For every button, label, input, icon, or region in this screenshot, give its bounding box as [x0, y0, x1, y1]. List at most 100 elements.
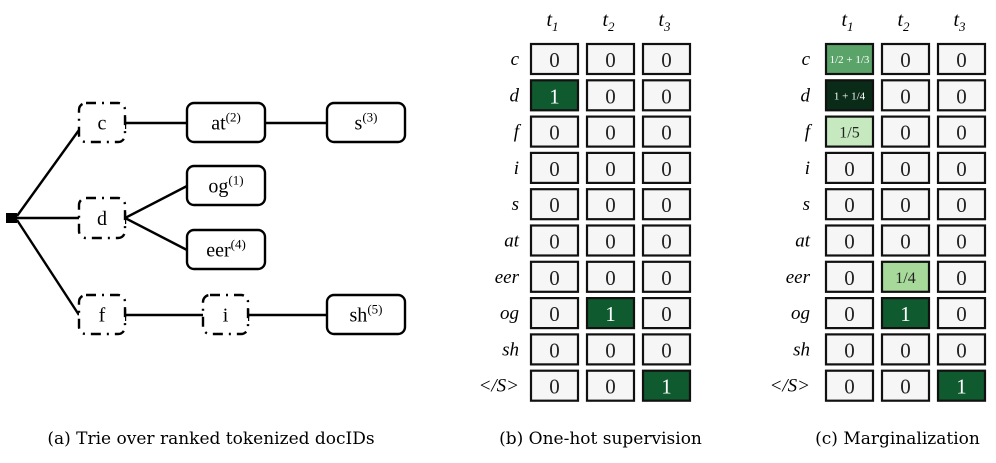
trie-node-box [77, 293, 127, 336]
column-header-t1: t1 [546, 9, 558, 34]
cell-box [641, 224, 692, 257]
trie-node-rank: (3) [362, 110, 377, 125]
cell-box [936, 151, 987, 184]
cell-c-t3: 0 [936, 42, 987, 76]
cell-box [936, 79, 987, 112]
cell-d-t2: 0 [585, 79, 636, 112]
cell-value: 0 [956, 193, 967, 217]
cell-value: 1 [900, 302, 911, 326]
cell-value: 0 [661, 266, 672, 290]
trie-node-text: eer [206, 240, 231, 262]
column-header-t2: t2 [602, 9, 615, 34]
cell-value: 0 [661, 48, 672, 72]
cell-og-t1: 0 [529, 297, 580, 330]
cell-value: 0 [900, 157, 911, 181]
trie-node-text: f [99, 305, 106, 327]
trie-node-text: sh [350, 305, 368, 327]
row-label: i [805, 158, 810, 179]
cell-at-t2: 0 [880, 224, 931, 257]
cell-box [824, 79, 875, 112]
cell-box [824, 224, 875, 257]
cell-value: 1 [661, 375, 672, 399]
cell-value: 0 [844, 193, 855, 217]
cell-c-t1: 1/2 + 1/3 [824, 42, 875, 76]
trie-node-label: c [98, 113, 107, 135]
cell-value: 1/2 + 1/3 [830, 54, 870, 66]
cell-sh-t2: 0 [880, 333, 931, 366]
trie-node-text: at [211, 113, 226, 135]
trie-node-eer: eer(4) [185, 228, 267, 271]
trie-node-box [77, 196, 127, 240]
trie-edge [124, 184, 188, 220]
row-label: at [795, 231, 811, 252]
cell-box [936, 333, 987, 366]
cell-value: 0 [844, 375, 855, 399]
trie-node-box [201, 293, 250, 336]
cell-box [529, 115, 580, 148]
cell-s-t1: 0 [529, 188, 580, 221]
caption-marginal: (c) Marginalization [815, 429, 980, 449]
trie-node-label: sh(5) [350, 302, 383, 327]
cell-box [529, 79, 580, 112]
cell-box [529, 369, 580, 402]
cell-i-t1: 0 [824, 151, 875, 184]
caption-trie: (a) Trie over ranked tokenized docIDs [47, 429, 374, 449]
cell-s-t2: 0 [880, 188, 931, 221]
cell-value: 0 [605, 193, 616, 217]
row-label: </S> [479, 376, 519, 397]
cell-s-t2: 0 [585, 188, 636, 221]
cell-value: 0 [844, 302, 855, 326]
trie-node-label: f [99, 305, 106, 327]
cell-value: 0 [956, 157, 967, 181]
column-header-index: 3 [663, 19, 671, 34]
cell-box [824, 115, 875, 148]
cell-value: 0 [549, 157, 560, 181]
row-label: d [801, 85, 811, 106]
cell-value: 0 [549, 266, 560, 290]
cell-i-t3: 0 [936, 151, 987, 184]
cell-d-t3: 0 [936, 79, 987, 112]
row-label: og [791, 303, 810, 324]
cell-value: 0 [661, 193, 672, 217]
cell-box [641, 188, 692, 221]
cell-box [529, 188, 580, 221]
trie-node-text: c [98, 113, 107, 135]
cell-value: 0 [900, 84, 911, 108]
trie-node-label: s(3) [355, 110, 378, 135]
cell-s-t3: 0 [641, 188, 692, 221]
row-label: </S> [770, 376, 810, 397]
cell-value: 0 [549, 375, 560, 399]
cell-value: 0 [844, 157, 855, 181]
cell-box [585, 42, 636, 76]
caption-onehot: (b) One-hot supervision [499, 429, 702, 449]
cell-sh-t3: 0 [641, 333, 692, 366]
cell-value: 0 [549, 338, 560, 362]
cell-at-t3: 0 [641, 224, 692, 257]
trie-node-box [325, 293, 407, 336]
cell-box [880, 115, 931, 148]
cell-value: 1 [956, 375, 967, 399]
cell-value: 0 [605, 121, 616, 145]
row-label: sh [502, 339, 519, 360]
row-label: c [802, 49, 811, 70]
cell-</S>-t3: 1 [641, 369, 692, 402]
cell-box [641, 333, 692, 366]
cell-value: 0 [900, 193, 911, 217]
cell-i-t2: 0 [880, 151, 931, 184]
cell-value: 0 [605, 230, 616, 254]
trie-node-i: i [201, 293, 250, 336]
column-header-letter: t [953, 9, 959, 31]
column-header-letter: t [841, 9, 847, 31]
cell-at-t1: 0 [529, 224, 580, 257]
cell-value: 0 [661, 84, 672, 108]
row-label: i [514, 158, 519, 179]
trie-node-text: s [355, 113, 363, 135]
cell-value: 0 [956, 48, 967, 72]
trie-node-sh: sh(5) [325, 293, 407, 336]
column-header-index: 2 [903, 19, 910, 34]
cell-value: 0 [956, 338, 967, 362]
column-header-letter: t [897, 9, 903, 31]
cell-box [824, 297, 875, 330]
cell-box [529, 297, 580, 330]
